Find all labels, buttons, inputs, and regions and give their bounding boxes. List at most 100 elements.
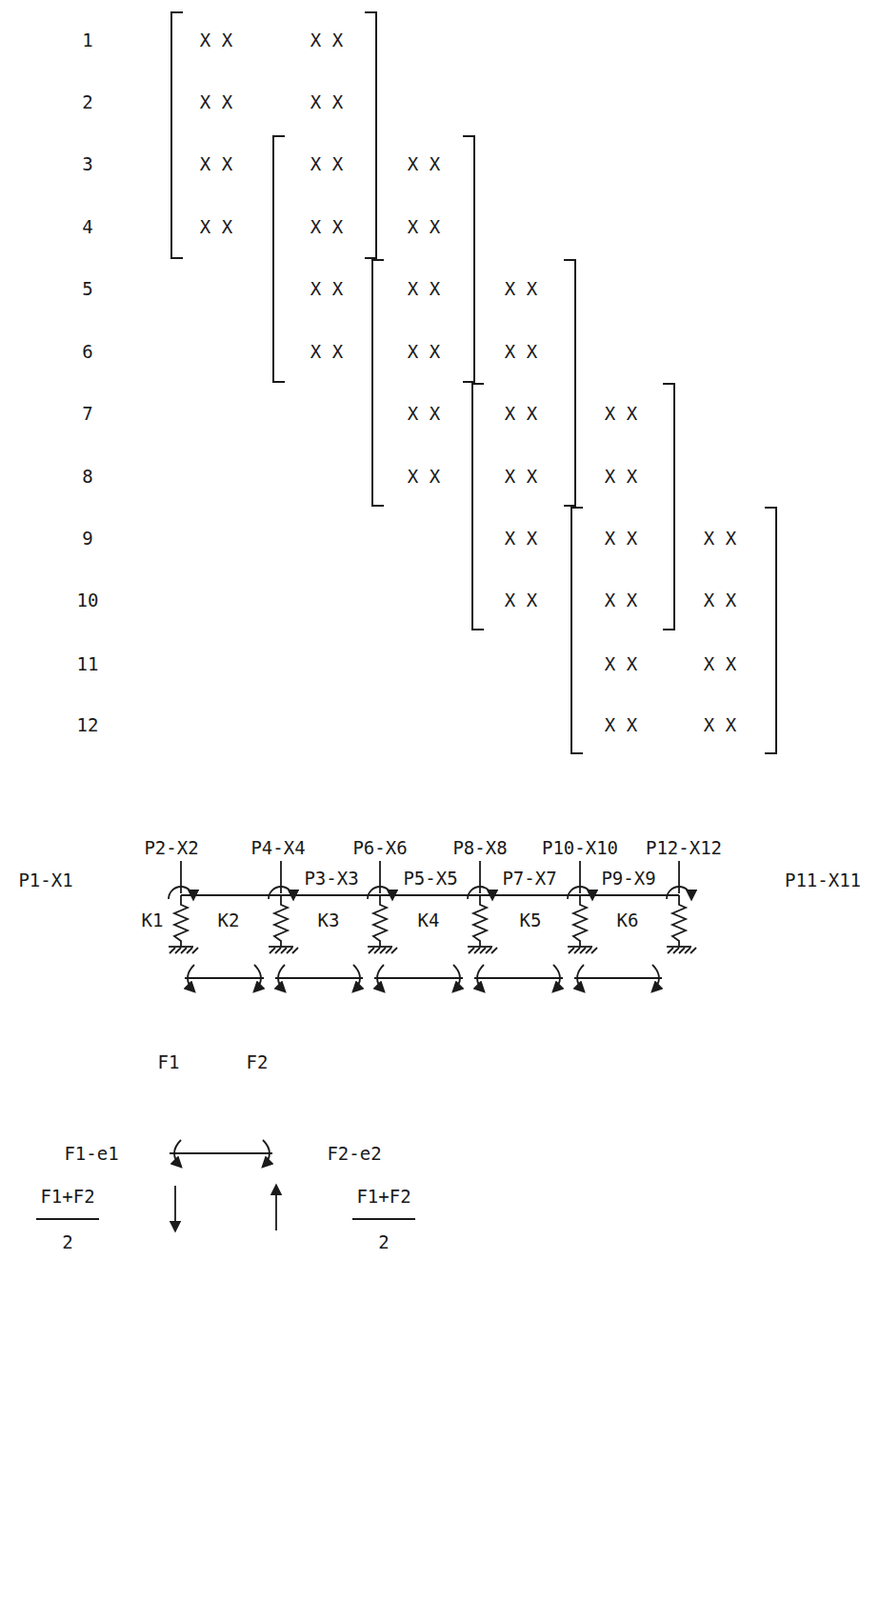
end-moment: [353, 964, 360, 992]
ground-line: [567, 945, 593, 948]
ground-hatch: [169, 947, 176, 954]
load-label: P3-X3: [303, 867, 359, 889]
matrix-bracket: [364, 12, 377, 259]
beam-on-springs: [168, 860, 697, 954]
load-label: P4-X4: [250, 837, 305, 859]
matrix-entry: X X: [604, 465, 638, 487]
ground-hatch: [286, 947, 293, 954]
end-moment: [278, 964, 285, 992]
matrix-entry: X X: [407, 153, 440, 175]
ground-hatch: [180, 947, 187, 954]
matrix-entry: X X: [604, 589, 638, 611]
ground-hatch: [474, 947, 480, 954]
matrix-entry: X X: [407, 465, 440, 487]
matrix-entry: X X: [407, 216, 440, 238]
ground-hatch: [667, 947, 674, 954]
matrix-entry: X X: [604, 653, 638, 675]
matrix-bracket: [571, 507, 583, 754]
ground-hatch: [374, 947, 380, 954]
spring-label: K3: [318, 909, 340, 931]
ground-hatch: [175, 947, 181, 954]
row-number: 8: [81, 465, 93, 487]
matrix-entry: X X: [703, 714, 737, 736]
matrix-entry: X X: [703, 527, 737, 549]
matrix-bracket: [372, 260, 384, 506]
ground-hatch: [580, 947, 586, 954]
ground-hatch: [385, 947, 392, 954]
matrix-entry: X X: [504, 527, 538, 549]
ground-line: [268, 945, 294, 948]
row-number: 9: [81, 527, 93, 549]
matrix-bracket: [273, 136, 285, 382]
ground-hatch: [269, 947, 276, 954]
matrix-entry: X X: [407, 278, 440, 300]
shear-denominator: 2: [378, 1231, 389, 1253]
matrix-entry: X X: [504, 402, 538, 424]
force-label: F2: [246, 1051, 269, 1073]
shear-numerator: F1+F2: [40, 1185, 95, 1207]
shear-numerator: F1+F2: [356, 1185, 411, 1207]
matrix-entry: X X: [703, 653, 737, 675]
load-line: [678, 860, 680, 894]
row-number: 5: [81, 278, 93, 300]
spring-label: K2: [218, 909, 240, 931]
spring-symbol: [672, 895, 686, 947]
matrix-entry: X X: [504, 589, 538, 611]
ground-hatch: [585, 947, 592, 954]
ground-line: [467, 945, 493, 948]
matrix-entry: X X: [310, 153, 343, 175]
ground-hatch: [380, 947, 386, 954]
matrix-entry: X X: [310, 278, 343, 300]
spring-symbol: [274, 895, 288, 947]
matrix-entry: X X: [407, 340, 440, 362]
load-label: P10-X10: [541, 837, 619, 859]
end-moment: [652, 964, 660, 992]
load-label: P6-X6: [352, 837, 407, 859]
ground-line: [367, 945, 393, 948]
end-moment: [477, 964, 484, 992]
end-moment: [377, 964, 384, 992]
ground-hatch: [684, 947, 691, 954]
ground-hatch: [468, 947, 475, 954]
force-label: F1: [158, 1051, 180, 1073]
element-line: [275, 977, 363, 980]
matrix-bracket: [472, 383, 484, 630]
matrix-entry: X X: [310, 29, 343, 51]
ground-hatch: [568, 947, 575, 954]
shear-denominator: 2: [61, 1231, 73, 1253]
matrix-entry: X X: [504, 278, 538, 300]
load-label: P1-X1: [18, 869, 73, 891]
ground-hatch: [292, 947, 299, 954]
row-number: 10: [77, 589, 100, 611]
ground-hatch: [275, 947, 281, 954]
row-number: 4: [81, 216, 93, 238]
row-number: 3: [81, 153, 93, 175]
force-label: F1-e1: [63, 1142, 119, 1164]
ground-hatch: [192, 947, 199, 954]
element-line: [474, 977, 563, 980]
matrix-entry: X X: [310, 216, 343, 238]
element-line: [184, 977, 264, 980]
end-moment: [577, 964, 584, 992]
row-number: 11: [77, 653, 100, 675]
matrix-bracket: [171, 12, 777, 754]
load-line: [479, 860, 481, 894]
ground-hatch: [591, 947, 598, 954]
end-moment: [187, 964, 195, 992]
spring-symbol: [174, 895, 188, 947]
ground-hatch: [368, 947, 375, 954]
matrix-entry: X X: [604, 527, 638, 549]
matrix-entry: X X: [200, 216, 233, 238]
row-number: 6: [81, 340, 93, 362]
element-line: [374, 977, 463, 980]
matrix-entry: X X: [703, 589, 737, 611]
ground-hatch: [491, 947, 498, 954]
ground-hatch: [280, 947, 287, 954]
spring-label: K5: [520, 909, 542, 931]
matrix-entry: X X: [310, 340, 343, 362]
spring-symbol: [573, 895, 587, 947]
matrix-entry: X X: [407, 402, 440, 424]
load-line: [180, 860, 182, 894]
